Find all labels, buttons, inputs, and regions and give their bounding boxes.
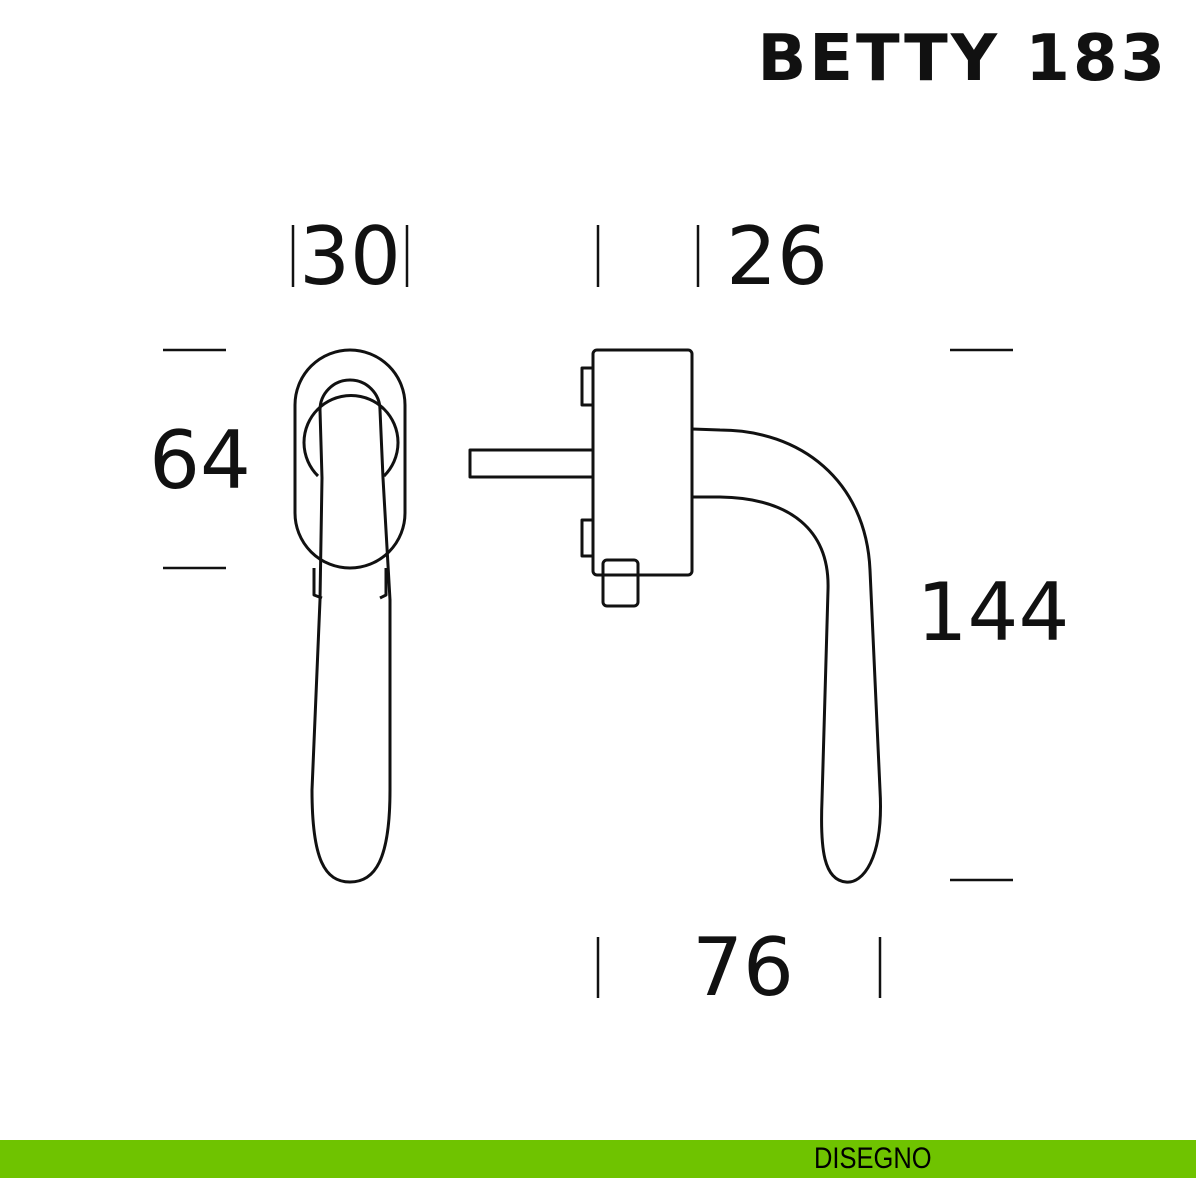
handle-front <box>310 378 392 884</box>
dimension-64: 64 <box>149 348 251 570</box>
product-title: BETTY 183 <box>758 22 1169 96</box>
dimension-label: 144 <box>917 566 1070 659</box>
dimension-76: 76 <box>596 921 882 1014</box>
dimension-label: 76 <box>692 921 794 1014</box>
screw-tab-top <box>580 366 595 407</box>
screw-tab-bottom <box>580 518 595 558</box>
rosette-plate <box>293 348 407 570</box>
lock-tab <box>601 558 640 608</box>
footer-bar: DISEGNO <box>0 1140 1196 1178</box>
front-view <box>293 348 407 884</box>
dimension-label: 30 <box>299 210 401 303</box>
spindle <box>468 448 595 479</box>
dimension-label: 26 <box>726 210 828 303</box>
dimension-144: 144 <box>917 348 1070 882</box>
rosette-ring <box>302 394 400 478</box>
base-block <box>591 348 694 577</box>
handle-side <box>691 427 882 884</box>
footer-label: DISEGNO <box>814 1142 932 1175</box>
dimension-26: 26 <box>596 210 828 303</box>
dimension-30: 30 <box>291 210 409 303</box>
neck-collar <box>312 568 388 600</box>
dimension-label: 64 <box>149 414 251 507</box>
side-view <box>468 348 882 884</box>
